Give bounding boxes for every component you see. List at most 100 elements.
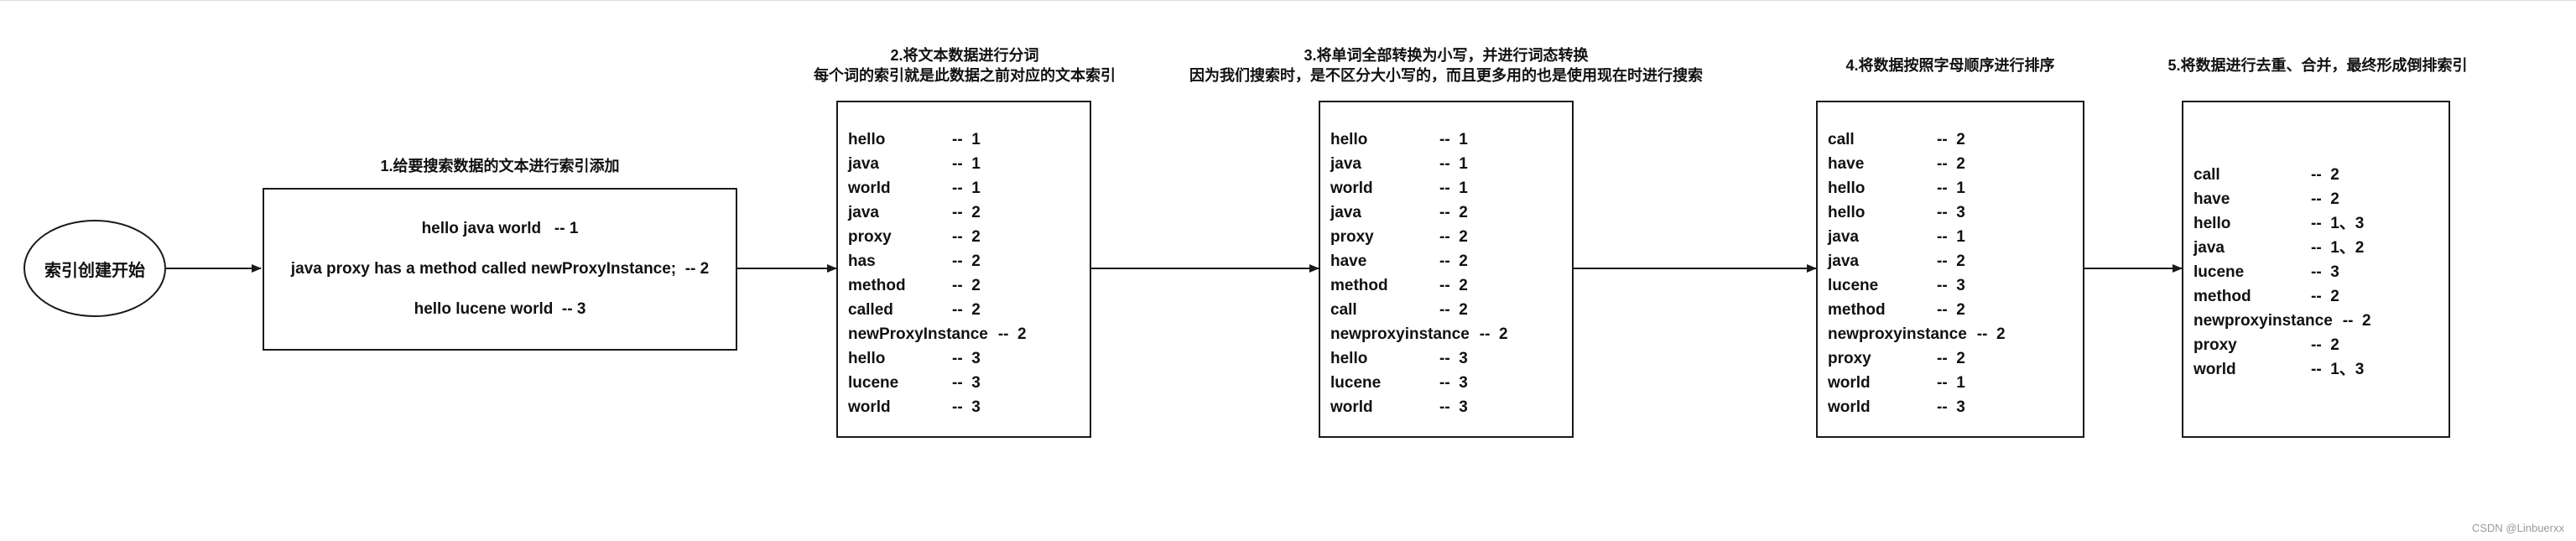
index-entry: world -- 3 [1330,395,1572,419]
doc-ids: -- 1 [1439,131,1468,148]
index-entry: hello-- 1 [848,127,1090,152]
step4-title: 4.将数据按照字母顺序进行排序 [1782,55,2118,75]
index-entry: world -- 1 [1330,176,1572,200]
doc-ids: -- 1 [1937,228,1965,246]
index-entry: java-- 2 [1330,200,1572,225]
term: java [848,204,879,221]
index-entry: method-- 2 [848,273,1090,298]
index-entry: newproxyinstance-- 2 [1828,322,2083,346]
term: hello [1828,204,1866,221]
term: proxy [2194,336,2237,354]
term: has [848,252,876,270]
doc-ids: -- 1 [1439,155,1468,173]
index-entry: lucene-- 3 [848,371,1090,395]
term: newProxyInstance [848,325,988,343]
term: newproxyinstance [1828,325,1967,343]
index-entry: call-- 2 [2194,163,2449,187]
term: method [848,277,906,294]
term: proxy [848,228,892,246]
step3-title-line-1: 3.将单词全部转换为小写，并进行词态转换 [1304,47,1589,64]
doc-ids: -- 2 [952,252,981,270]
term: lucene [1330,374,1382,392]
step3-title-line-2: 因为我们搜索时，是不区分大小写的，而且更多用的也是使用现在时进行搜索 [1189,67,1703,84]
index-entry: have-- 2 [1828,152,2083,176]
doc-ids: -- 1 [1937,374,1965,392]
index-entry: java -- 1 [1330,152,1572,176]
step5-title: 5.将数据进行去重、合并，最终形成倒排索引 [2133,55,2502,75]
index-entry: lucene-- 3 [2194,260,2449,284]
doc-ids: -- 2 [2342,312,2371,330]
term: proxy [1828,350,1871,367]
index-entry: proxy -- 2 [2194,333,2449,357]
term: world [1330,398,1373,416]
doc-ids: -- 2 [2311,336,2339,354]
doc-ids: -- 3 [952,398,981,416]
doc-ids: -- 2 [1439,204,1468,221]
doc-ids: -- 2 [1479,325,1508,343]
step3-title: 3.将单词全部转换为小写，并进行词态转换 因为我们搜索时，是不区分大小写的，而且… [1153,45,1740,86]
index-entry: hello -- 3 [1828,200,2083,225]
index-entry: newProxyInstance-- 2 [848,322,1090,346]
doc-ids: -- 2 [1439,301,1468,319]
term: call [1330,301,1357,319]
index-entry: has -- 2 [848,249,1090,273]
doc-ids: -- 2 [952,228,981,246]
index-entry: lucene -- 3 [1330,371,1572,395]
step1-title-text: 1.给要搜索数据的文本进行索引添加 [380,158,620,174]
doc-ids: -- 3 [1439,374,1468,392]
doc-ids: -- 2 [1937,155,1965,173]
term: method [1828,301,1886,319]
step2-title: 2.将文本数据进行分词 每个词的索引就是此数据之前对应的文本索引 [755,45,1174,86]
term: method [1330,277,1388,294]
index-entry: proxy-- 2 [1330,225,1572,249]
doc-ids: -- 3 [1439,398,1468,416]
top-divider [0,0,2576,1]
term: newproxyinstance [2194,312,2333,330]
step1-title: 1.给要搜索数据的文本进行索引添加 [263,156,737,176]
term: java [1828,252,1859,270]
doc-ids: -- 1、3 [2311,361,2365,378]
doc-ids: -- 1 [1439,179,1468,197]
term: world [848,179,891,197]
doc-ids: -- 2 [1937,350,1965,367]
index-entry: have-- 2 [1330,249,1572,273]
index-entry: hello-- 1 [1828,176,2083,200]
index-entry: have-- 2 [2194,187,2449,211]
doc-ids: -- 2 [1937,131,1965,148]
doc-ids: -- 3 [952,350,981,367]
index-entry: method-- 2 [2194,284,2449,309]
index-entry: java -- 2 [848,200,1090,225]
doc-ids: -- 1 [952,179,981,197]
index-entry: java-- 1 [1828,225,2083,249]
index-entry: world -- 1、3 [2194,357,2449,382]
term: hello [1330,131,1368,148]
term: hello [1828,179,1866,197]
step2-title-line-1: 2.将文本数据进行分词 [890,47,1039,64]
index-entry: call -- 2 [1330,298,1572,322]
term: world [1330,179,1373,197]
doc-ids: -- 1、3 [2311,215,2365,232]
watermark: CSDN @Linbuerxx [2471,522,2564,534]
doc-ids: -- 2 [952,204,981,221]
doc-ids: -- 2 [1439,277,1468,294]
doc-ids: -- 1、2 [2311,239,2365,257]
term: hello [1330,350,1368,367]
doc-ids: -- 1 [952,155,981,173]
start-node: 索引创建开始 [23,220,166,317]
doc-ids: -- 3 [1937,204,1965,221]
index-entry: newproxyinstance -- 2 [2194,309,2449,333]
index-entry: hello-- 3 [1330,346,1572,371]
term: world [2194,361,2236,378]
term: call [2194,166,2220,184]
step1-source-text-box: hello java world -- 1 java proxy has a m… [263,188,737,351]
term: world [1828,374,1871,392]
term: java [1330,155,1361,173]
doc-ids: -- 2 [2311,288,2339,305]
index-entry: hello-- 3 [848,346,1090,371]
term: proxy [1330,228,1374,246]
index-entry: java-- 2 [1828,249,2083,273]
term: world [848,398,891,416]
index-entry: call-- 2 [1828,127,2083,152]
term: have [2194,190,2230,208]
